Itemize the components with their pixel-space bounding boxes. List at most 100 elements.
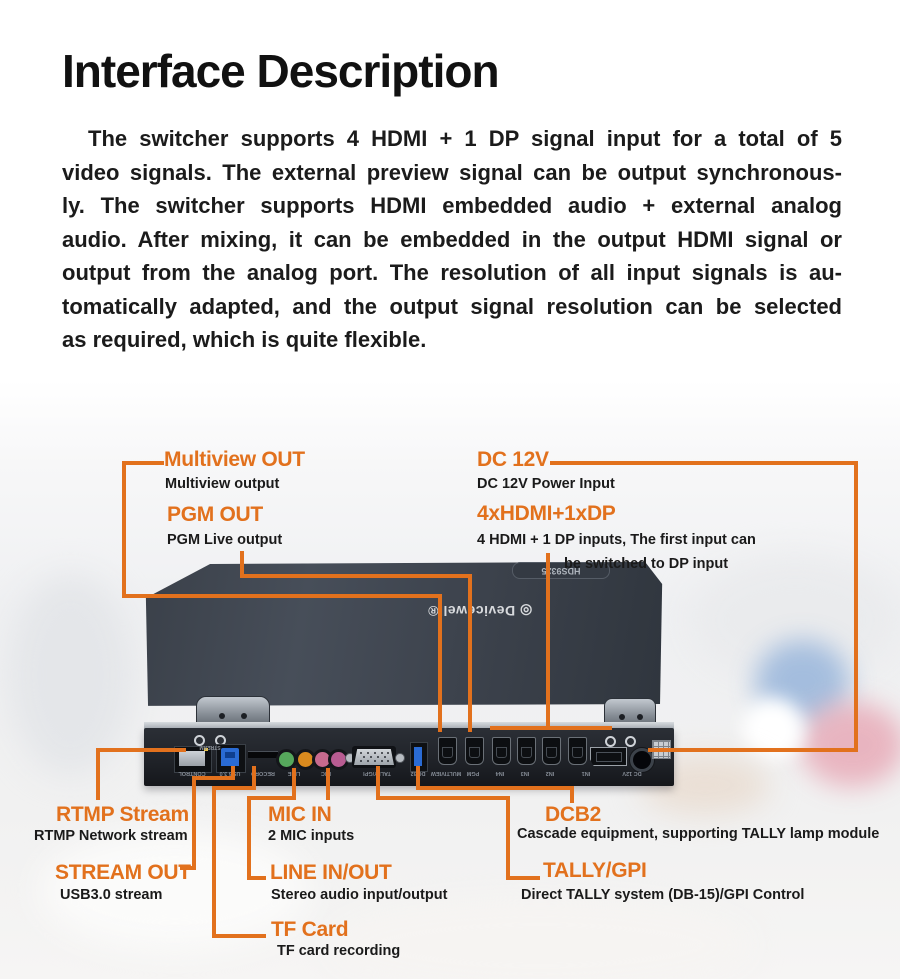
connector-line-stream-out <box>180 866 196 870</box>
screw-icon <box>619 714 625 720</box>
hdmi-port-in1 <box>568 737 587 765</box>
callout-title-multiview-out: Multiview OUT <box>164 448 305 471</box>
callout-title-tf-card: TF Card <box>271 918 349 941</box>
page-title: Interface Description <box>62 45 500 97</box>
callout-desc-pgm-out: PGM Live output <box>167 532 283 548</box>
callout-desc-multiview-out: Multiview output <box>165 476 280 492</box>
connector-line-line-in-out <box>247 796 251 880</box>
intro-line: ly. The switcher supports HDMI embedded … <box>62 193 842 218</box>
connector-line-pgm <box>240 551 244 578</box>
connector-line-dc12v <box>648 748 858 752</box>
connector-line-dc12v <box>854 461 858 752</box>
connector-line-rtmp <box>96 748 186 752</box>
connector-line-tally <box>376 766 380 800</box>
callout-title-mic-in: MIC IN <box>268 803 332 826</box>
panel-screw-icon <box>194 735 205 746</box>
connector-line-hdmi <box>490 726 612 730</box>
port-label: IN4 <box>495 770 505 776</box>
connector-line-dcb2 <box>416 786 574 790</box>
connector-line-pgm <box>240 574 472 578</box>
displayport-in1 <box>590 747 627 766</box>
connector-line-stream-out <box>192 776 196 870</box>
connector-line-multiview <box>122 461 164 465</box>
callout-desc-4xhdmi-1xdp-line2: be switched to DP input <box>564 556 729 572</box>
connector-line-dc12v <box>550 461 858 465</box>
chassis-edge <box>144 722 674 729</box>
hdmi-slot <box>496 747 507 758</box>
connector-line-line-in-out <box>247 876 266 880</box>
led-icon <box>204 748 208 751</box>
intro-line: audio. After mixing, it can be embedded … <box>62 226 842 252</box>
dcb2-usb-inner <box>414 747 422 766</box>
dp-slot <box>596 752 622 762</box>
callout-desc-line-in-out: Stereo audio input/output <box>271 887 448 903</box>
devicewell-logo-icon: ◎ <box>519 603 533 619</box>
background-blob <box>800 702 900 787</box>
connector-line-tf <box>212 934 266 938</box>
callout-title-stream-out: STREAM OUT <box>55 861 191 884</box>
connector-line-rtmp <box>96 748 100 800</box>
hdmi-port-in4 <box>492 737 511 765</box>
db15-screw-icon <box>395 753 405 763</box>
port-label: DC 12V <box>622 770 642 776</box>
dc-power-jack <box>630 748 654 772</box>
callout-desc-dc12v: DC 12V Power Input <box>477 476 615 492</box>
stream-bracket-label: STREAM <box>199 744 221 750</box>
connector-line-multiview <box>122 461 126 598</box>
callout-title-dc12v: DC 12V <box>477 448 549 471</box>
hdmi-port-pgm <box>465 737 484 765</box>
callout-desc-stream-out: USB3.0 stream <box>60 887 163 903</box>
usb3-port-tab <box>225 752 235 758</box>
tally-gpi-db15-port <box>345 744 405 771</box>
callout-title-tally-gpi: TALLY/GPI <box>543 859 647 882</box>
intro-paragraph: The switcher supports 4 HDMI + 1 DP sign… <box>62 122 842 357</box>
hdmi-slot <box>469 747 480 758</box>
hdmi-port-multiview <box>438 737 457 765</box>
intro-line: tomatically adapted, and the output sign… <box>62 293 842 319</box>
callout-title-rtmp-stream: RTMP Stream <box>56 803 189 826</box>
callout-title-dcb2: DCB2 <box>545 803 601 826</box>
connector-line-line-in-out <box>247 796 296 800</box>
background-blob <box>8 575 133 775</box>
callout-desc-rtmp-stream: RTMP Network stream <box>34 828 188 844</box>
connector-line-dcb2 <box>416 766 420 790</box>
panel-screw-icon <box>605 736 616 747</box>
hdmi-slot <box>442 747 453 758</box>
intro-line: The switcher supports 4 HDMI + 1 DP sign… <box>88 126 842 151</box>
connector-line-dcb2 <box>570 786 574 803</box>
port-label: IN3 <box>520 770 530 776</box>
connector-line-tf <box>212 786 256 790</box>
connector-line-line-in-out <box>292 768 296 800</box>
hdmi-slot <box>572 747 583 758</box>
connector-line-stream-out <box>192 776 235 780</box>
screw-icon <box>241 713 247 719</box>
hdmi-slot <box>546 747 557 758</box>
callout-title-4xhdmi-1xdp: 4xHDMI+1xDP <box>477 502 616 525</box>
screw-icon <box>637 714 643 720</box>
connector-line-hdmi <box>546 553 550 730</box>
connector-line-tally <box>506 876 540 880</box>
intro-line: as required, which is quite flexible. <box>62 327 427 352</box>
connector-line-mic <box>326 768 330 800</box>
callout-desc-dcb2: Cascade equipment, supporting TALLY lamp… <box>517 826 880 842</box>
connector-line-tf <box>212 786 216 938</box>
connector-line-tally <box>506 796 510 880</box>
callout-desc-tally-gpi: Direct TALLY system (DB-15)/GPI Control <box>521 887 805 903</box>
port-label: IN2 <box>545 770 555 776</box>
panel-screw-icon <box>625 736 636 747</box>
switcher-device: ◎ Devicewell® HDS9325 STREAM <box>140 558 680 788</box>
hdmi-port-in2 <box>542 737 561 765</box>
hdmi-port-in3 <box>517 737 536 765</box>
callout-title-pgm-out: PGM OUT <box>167 503 263 526</box>
connector-line-pgm <box>468 574 472 732</box>
background-blob <box>40 830 310 950</box>
ethernet-port-inner <box>179 751 205 766</box>
screw-icon <box>219 713 225 719</box>
callout-desc-tf-card: TF card recording <box>277 943 401 959</box>
connector-line-tally <box>376 796 510 800</box>
port-label: PGM <box>466 770 480 776</box>
callout-title-line-in-out: LINE IN/OUT <box>270 861 392 884</box>
tf-card-slot <box>248 751 278 758</box>
hdmi-slot <box>521 747 532 758</box>
